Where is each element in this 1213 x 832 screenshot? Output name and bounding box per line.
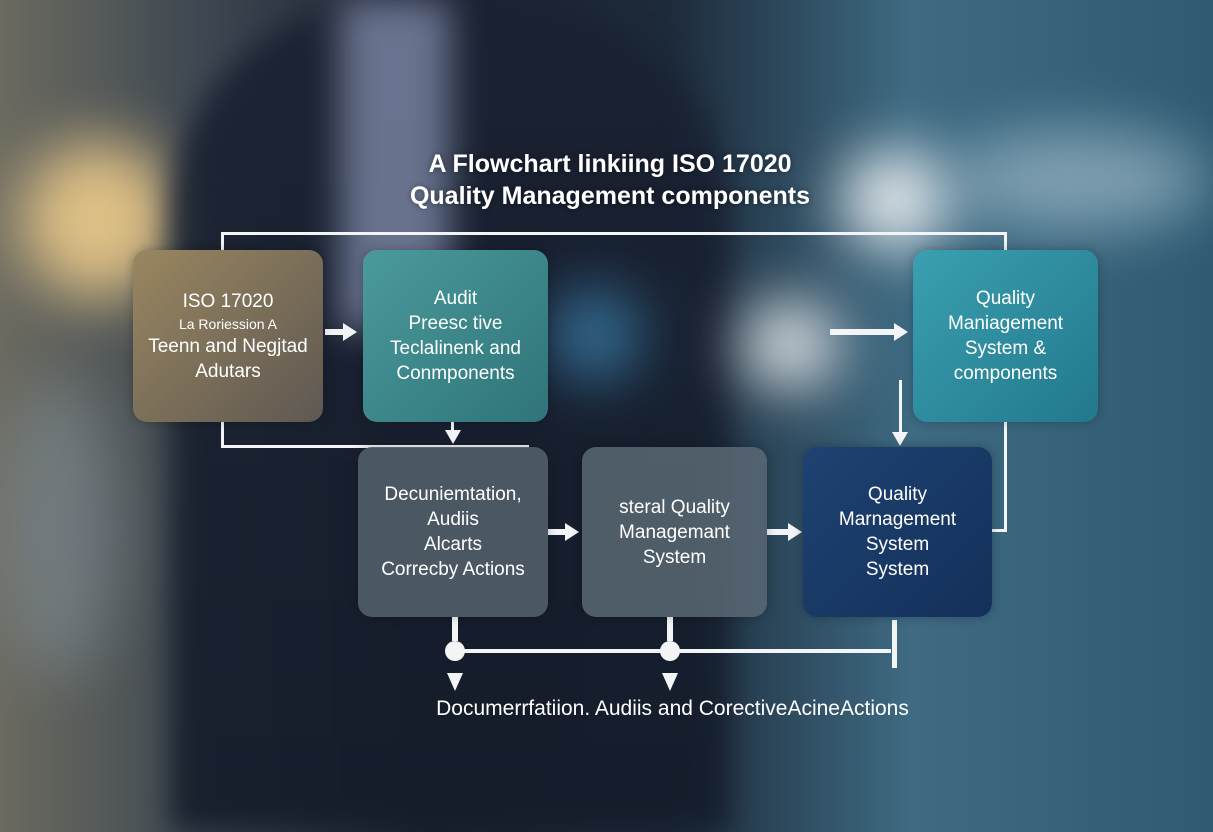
- arrow-down-icon: [447, 673, 463, 691]
- box-text: Audit: [433, 288, 478, 309]
- box-text: System: [865, 559, 930, 580]
- bokeh-light: [0, 380, 120, 680]
- connector: [830, 329, 896, 335]
- arrow-right-icon: [894, 323, 908, 341]
- box-text: ISO 17020: [182, 290, 274, 312]
- box-text: steral Quality: [619, 496, 730, 518]
- box-text: Quality: [867, 484, 928, 505]
- box-audit: Audit Preesc tive Teclalinenk and Conmpo…: [363, 250, 548, 422]
- box-text: Teclalinenk and: [390, 338, 521, 359]
- arrow-down-icon: [445, 430, 461, 444]
- box-text: Marnagement: [838, 509, 957, 530]
- arrow-down-icon: [662, 673, 678, 691]
- connector: [452, 617, 458, 641]
- bokeh-light: [950, 130, 1210, 230]
- box-steral-qms: steral Quality Managemant System: [582, 447, 767, 617]
- box-text: Teenn and Negjtad: [148, 335, 308, 357]
- box-text: System: [865, 534, 930, 555]
- box-text: Decuniemtation,: [384, 484, 522, 505]
- diagram-title: A Flowchart linkiing ISO 17020 Quality M…: [380, 148, 840, 212]
- box-text: Alcarts: [423, 534, 483, 555]
- title-line-1: A Flowchart linkiing ISO 17020: [428, 150, 792, 178]
- box-qms-system: Quality Marnagement System System: [803, 447, 992, 617]
- box-text: La Roriession A: [178, 315, 278, 332]
- bokeh-light: [840, 150, 950, 250]
- connector-top: [221, 232, 1007, 235]
- connector: [1004, 232, 1007, 252]
- box-iso-17020: ISO 17020 La Roriession A Teenn and Negj…: [133, 250, 323, 422]
- connector: [221, 445, 529, 448]
- box-text: Conmponents: [396, 363, 515, 384]
- title-line-2: Quality Management components: [409, 182, 811, 210]
- arrow-right-icon: [565, 523, 579, 541]
- connector: [992, 529, 1007, 532]
- box-text: components: [953, 363, 1058, 384]
- box-text: Correcby Actions: [381, 559, 525, 580]
- arrow-right-icon: [788, 523, 802, 541]
- box-text: Adutars: [195, 360, 261, 382]
- connector: [1004, 422, 1007, 532]
- box-text: Preesc tive: [408, 313, 503, 334]
- box-text: Audiis: [427, 509, 479, 530]
- junction-dot: [445, 641, 465, 661]
- connector: [221, 232, 224, 252]
- box-text: System: [642, 546, 707, 568]
- connector: [221, 422, 224, 448]
- connector: [325, 329, 345, 335]
- box-text: Managemant: [619, 521, 730, 543]
- connector: [899, 380, 902, 435]
- arrow-right-icon: [343, 323, 357, 341]
- bottom-label: Documerrfatiion. Audiis and CorectiveAci…: [436, 697, 909, 720]
- arrow-down-icon: [892, 432, 908, 446]
- bokeh-light: [740, 300, 840, 390]
- box-text: Maniagement: [947, 313, 1064, 334]
- connector: [767, 529, 789, 535]
- connector: [892, 620, 897, 668]
- box-qms-components: Quality Maniagement System & components: [913, 250, 1098, 422]
- box-documentation: Decuniemtation, Audiis Alcarts Correcby …: [358, 447, 548, 617]
- junction-dot: [660, 641, 680, 661]
- box-text: System &: [964, 338, 1047, 359]
- connector: [548, 529, 566, 535]
- connector: [667, 617, 673, 641]
- box-text: Quality: [975, 288, 1036, 309]
